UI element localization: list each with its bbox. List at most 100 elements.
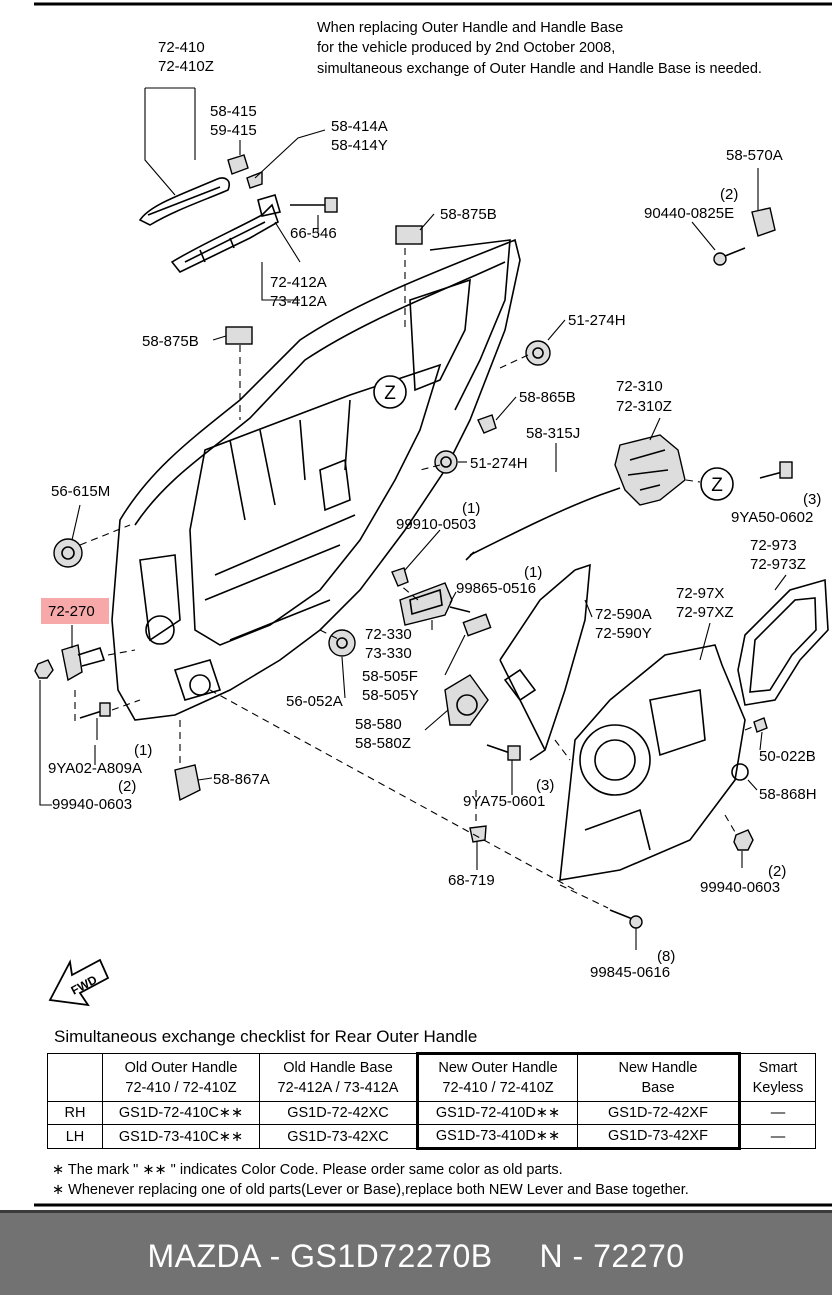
nut-99940-right <box>733 829 754 851</box>
nut-99940-left <box>34 659 54 679</box>
part-number-label: 58-315J <box>526 425 580 442</box>
part-number-label: 58-875B <box>440 206 497 223</box>
checklist-title: Simultaneous exchange checklist for Rear… <box>54 1027 478 1046</box>
part-number-label: 72-973 <box>750 537 797 554</box>
table-cell: GS1D-72-42XC <box>259 1101 418 1125</box>
table-cell: GS1D-73-42XC <box>259 1124 418 1149</box>
part-number-label: 9YA50-0602 <box>731 509 813 526</box>
part-number-label: 58-580 <box>355 716 402 733</box>
part-number-label: 58-570A <box>726 147 783 164</box>
part-number-label: 58-505Y <box>362 687 419 704</box>
part-number-label: 56-615M <box>51 483 110 500</box>
handle-base <box>170 194 282 273</box>
quantity-label: (2) <box>118 778 136 795</box>
grommet-51-274h-top <box>525 340 551 366</box>
clip-58-865b <box>477 414 497 434</box>
highlighted-part-label: 72-270 <box>48 603 95 620</box>
table-cell: GS1D-72-410C∗∗ <box>102 1101 260 1125</box>
part-number-label: 51-274H <box>568 312 626 329</box>
pad-58-505f <box>462 613 492 637</box>
quantity-label: (8) <box>657 948 675 965</box>
grommet-51-274h-mid <box>434 450 458 474</box>
key-cylinder-cap <box>227 154 249 175</box>
part-number-label: 72-97X <box>676 585 724 602</box>
footnote-color-code: ∗ The mark " ∗∗ " indicates Color Code. … <box>52 1162 563 1178</box>
header-old-handle-base: Old Handle Base 72-412A / 73-412A <box>259 1053 418 1102</box>
quantity-label: (1) <box>524 564 542 581</box>
z-marker-text: Z <box>711 475 723 496</box>
header-line: Base <box>641 1080 675 1096</box>
part-number-label: 99910-0503 <box>396 516 476 533</box>
notice: When replacing Outer Handle and Handle B… <box>317 20 762 77</box>
part-number-label: 72-590A <box>595 606 652 623</box>
notice-line: simultaneous exchange of Outer Handle an… <box>317 61 762 77</box>
part-number-label: 68-719 <box>448 872 495 889</box>
part-number-label: 9YA02-A809A <box>48 760 142 777</box>
part-number-label: 72-412A <box>270 274 327 291</box>
latch-cable <box>469 487 621 556</box>
door-latch <box>614 434 686 506</box>
header-line: Smart <box>758 1059 798 1076</box>
pad-58-875b-top <box>395 225 423 245</box>
header-old-outer-handle: Old Outer Handle 72-410 / 72-410Z <box>102 1053 260 1102</box>
checklist-row-rh: RH GS1D-72-410C∗∗ GS1D-72-42XC GS1D-72-4… <box>47 1101 816 1125</box>
header-line: 72-410 / 72-410Z <box>125 1079 237 1096</box>
seal-ring-58-868h <box>731 763 749 781</box>
header-line: New Handle <box>618 1060 698 1076</box>
screw-66-546 <box>290 197 338 213</box>
part-number-label: 59-415 <box>210 122 257 139</box>
clip-50-022b <box>753 717 768 733</box>
screw-99845 <box>609 909 643 929</box>
bolt-9ya75 <box>486 744 521 761</box>
part-number-label: 72-97XZ <box>676 604 734 621</box>
outer-handle <box>138 177 230 226</box>
part-number-label: 72-590Y <box>595 625 652 642</box>
z-callout-top: Z <box>373 375 407 409</box>
header-line: Old Outer Handle <box>124 1059 238 1076</box>
door-seal <box>737 578 829 706</box>
screw-99865 <box>449 606 471 613</box>
door-check-72-270 <box>61 644 106 682</box>
exchange-checklist-table: Old Outer Handle 72-410 / 72-410Z Old Ha… <box>47 1052 816 1150</box>
notice-line: When replacing Outer Handle and Handle B… <box>317 20 623 36</box>
part-number-label: 99940-0603 <box>52 796 132 813</box>
footnote-replace-both: ∗ Whenever replacing one of old parts(Le… <box>52 1182 689 1198</box>
pad-58-875b-left <box>225 326 253 345</box>
part-number-label: 58-414A <box>331 118 388 135</box>
bracket-58-570a <box>751 207 776 237</box>
header-line: 72-412A / 73-412A <box>277 1079 399 1096</box>
z-callout-right: Z <box>700 467 734 501</box>
notice-line: for the vehicle produced by 2nd October … <box>317 40 615 56</box>
bracket-58-867a <box>174 764 201 802</box>
quantity-label: (1) <box>134 742 152 759</box>
quantity-label: (2) <box>768 863 786 880</box>
header-line: 72-410 / 72-410Z <box>442 1080 554 1096</box>
gasket-piece <box>246 170 263 189</box>
leader-lines <box>39 87 787 950</box>
header-new-handle-base: New Handle Base <box>577 1052 741 1102</box>
part-highlight <box>41 598 109 624</box>
part-number-label: 72-310 <box>616 378 663 395</box>
exploded-parts-diagram: When replacing Outer Handle and Handle B… <box>34 2 832 1207</box>
part-number-label: 72-410Z <box>158 58 214 75</box>
header-new-outer-handle: New Outer Handle 72-410 / 72-410Z <box>416 1052 578 1102</box>
screw-90440 <box>713 247 746 266</box>
part-number-label: 58-414Y <box>331 137 388 154</box>
clip-68-719 <box>469 825 487 843</box>
part-number-label: 58-580Z <box>355 735 411 752</box>
part-number-label: 58-505F <box>362 668 418 685</box>
part-number-label: 90440-0825E <box>644 205 734 222</box>
table-cell: GS1D-73-410C∗∗ <box>102 1124 260 1149</box>
table-cell: GS1D-72-42XF <box>577 1101 741 1125</box>
part-number-label: 73-412A <box>270 293 327 310</box>
table-cell: — <box>739 1124 816 1149</box>
door-inner-panel <box>111 238 521 721</box>
checklist-header-row: Old Outer Handle 72-410 / 72-410Z Old Ha… <box>47 1052 816 1102</box>
window-regulator <box>499 563 591 761</box>
inner-handle <box>399 582 453 626</box>
window-motor <box>444 674 489 726</box>
side-header-cell <box>47 1053 103 1102</box>
part-number-label: 51-274H <box>470 455 528 472</box>
part-number-label: 58-875B <box>142 333 199 350</box>
checklist-row-lh: LH GS1D-73-410C∗∗ GS1D-73-42XC GS1D-73-4… <box>47 1124 816 1150</box>
